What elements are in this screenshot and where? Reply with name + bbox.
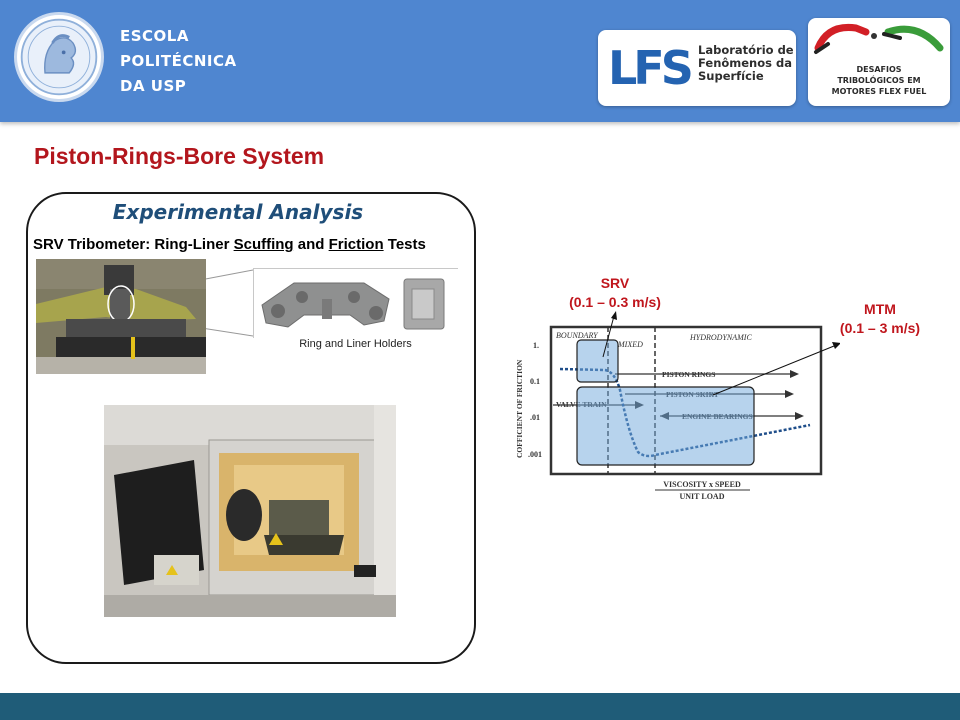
tests-text: SRV Tribometer: Ring-Liner: [33, 236, 234, 253]
stribeck-diagram: BOUNDARY MIXED HYDRODYNAMIC COFFICIENT O…: [515, 311, 840, 501]
ring-liner-holders-photo: [253, 268, 459, 339]
school-name-line: ESCOLA: [120, 27, 189, 45]
srv-range-box: [576, 339, 619, 383]
tests-friction: Friction: [328, 236, 384, 253]
fuel-pump-nozzle-icon: [814, 23, 944, 54]
mtm-pointer-arrow: [712, 345, 835, 396]
mtm-label: MTM (0.1 – 3 m/s): [820, 300, 940, 338]
lfs-logo-line: Fenômenos da: [698, 56, 792, 70]
tests-text: Tests: [383, 236, 426, 253]
header-band: ESCOLA POLITÉCNICA DA USP LFS Laboratóri…: [0, 0, 960, 122]
srv-label: SRV (0.1 – 0.3 m/s): [545, 274, 685, 312]
footer-band: [0, 693, 960, 720]
srv-pointer-arrow: [602, 315, 615, 358]
srv-range: (0.1 – 0.3 m/s): [569, 294, 661, 310]
experimental-panel: [26, 192, 476, 664]
regime-boundary-label: BOUNDARY: [556, 331, 599, 340]
desafios-logo-line: TRIBOLÓGICOS EM: [837, 76, 921, 85]
srv-rig-photo: [36, 259, 206, 374]
srv-title: SRV: [600, 275, 630, 291]
tests-text: and: [293, 236, 329, 253]
desafios-logo-line: DESAFIOS: [856, 65, 902, 74]
desafios-logo-text: DESAFIOS TRIBOLÓGICOS EM MOTORES FLEX FU…: [808, 64, 950, 97]
regime-hydrodynamic-label: HYDRODYNAMIC: [689, 333, 752, 342]
y-tick-label: .01: [530, 413, 540, 422]
lfs-logo-line: Superfície: [698, 69, 764, 83]
desafios-logo: DESAFIOS TRIBOLÓGICOS EM MOTORES FLEX FU…: [808, 18, 950, 106]
lfs-logo-text: Laboratório de Fenômenos da Superfície: [698, 44, 794, 83]
tests-scuffing: Scuffing: [233, 236, 294, 253]
lfs-logo-mark: LFS: [608, 41, 694, 95]
srv-tribometer-photo: [104, 405, 396, 617]
piston-rings-label: PISTON RINGS: [662, 370, 715, 379]
lfs-logo-line: Laboratório de: [698, 43, 794, 57]
mtm-range-box: [576, 386, 755, 466]
y-tick-label: 0.1: [530, 377, 540, 386]
tests-description: SRV Tribometer: Ring-Liner Scuffing and …: [33, 236, 426, 253]
school-name-line: POLITÉCNICA: [120, 52, 237, 70]
holders-caption: Ring and Liner Holders: [299, 338, 412, 350]
mtm-title: MTM: [864, 301, 896, 317]
page-title: Piston-Rings-Bore System: [34, 143, 325, 169]
mtm-range: (0.1 – 3 m/s): [839, 320, 921, 336]
desafios-logo-line: MOTORES FLEX FUEL: [831, 87, 927, 96]
x-axis-label-top: VISCOSITY x SPEED: [663, 480, 741, 489]
y-axis-label: COFFICIENT OF FRICTION: [515, 359, 524, 458]
poli-usp-seal-logo: [14, 12, 104, 102]
school-name: ESCOLA POLITÉCNICA DA USP: [120, 24, 237, 99]
school-name-line: DA USP: [120, 77, 187, 95]
y-tick-label: .001: [528, 450, 542, 459]
lfs-logo: LFS Laboratório de Fenômenos da Superfíc…: [598, 30, 796, 106]
y-tick-label: 1.: [533, 341, 539, 350]
panel-heading: Experimental Analysis: [112, 200, 364, 224]
regime-mixed-label: MIXED: [617, 340, 643, 349]
x-axis-label-bottom: UNIT LOAD: [680, 492, 725, 501]
